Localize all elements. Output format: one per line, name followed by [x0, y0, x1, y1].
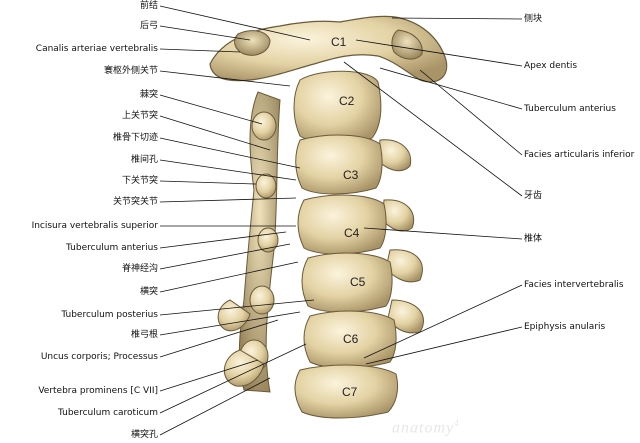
label-tuberculum-posterius: Tuberculum posterius [61, 310, 158, 320]
leader-line [159, 70, 291, 87]
label-uncus-corporis: Uncus corporis; Processus [40, 352, 158, 362]
leader-line [159, 48, 241, 53]
label-spinal-nerve-groove: 脊神经沟 [121, 264, 158, 274]
label-posterior-arch: 后弓 [139, 21, 158, 31]
leader-line [159, 5, 311, 41]
leader-line [363, 284, 523, 359]
label-facies-intervertebralis: Facies intervertebralis [524, 280, 624, 290]
label-c7: C7 [342, 385, 358, 399]
label-c1: C1 [331, 35, 347, 49]
label-tuberculum-anterius-right: Tuberculum anterius [524, 104, 616, 114]
label-zygapophyseal-joint: 关节突关节 [112, 197, 158, 207]
leader-line [159, 359, 259, 392]
leader-line [159, 197, 297, 203]
label-vertebra-prominens: Vertebra prominens [C VII] [38, 386, 158, 396]
leader-line [379, 67, 523, 110]
leader-line [391, 17, 523, 20]
leader-line [159, 25, 251, 41]
label-dens: 牙齿 [524, 191, 543, 201]
label-c6: C6 [343, 332, 359, 346]
leader-line [159, 231, 287, 249]
label-apex-dentis: Apex dentis [524, 61, 578, 71]
label-canalis-arteriae-vertebralis: Canalis arteriae vertebralis [35, 44, 158, 54]
watermark-sup: 4 [454, 418, 460, 428]
label-transverse-process: 横突 [139, 287, 158, 297]
leader-lines [159, 5, 523, 436]
label-intervertebral-foramen: 椎间孔 [130, 155, 158, 165]
leader-line [159, 377, 271, 436]
label-spinous-process: 棘突 [139, 90, 158, 100]
leader-line [159, 261, 299, 293]
leader-line [159, 343, 307, 414]
vertebral-bodies [293, 70, 399, 419]
label-vertebral-body: 椎体 [524, 234, 543, 244]
label-lateral-mass: 侧块 [524, 14, 543, 24]
leader-line [365, 326, 523, 365]
label-inferior-articular-process: 下关节突 [121, 176, 158, 186]
leader-line [159, 319, 279, 358]
leader-line [419, 69, 523, 156]
label-tuberculum-anterius-left: Tuberculum anterius [66, 243, 158, 253]
label-tuberculum-caroticum: Tuberculum caroticum [58, 408, 158, 418]
leader-line [355, 39, 523, 67]
leader-line [363, 227, 523, 240]
vertebra-labels: C1 C2 C3 C4 C5 C6 C7 [331, 35, 366, 399]
leader-line [159, 180, 257, 185]
label-incisura-vertebralis-superior: Incisura vertebralis superior [31, 221, 158, 231]
label-inferior-vertebral-notch: 椎骨下切迹 [112, 133, 158, 143]
leader-line [159, 159, 297, 181]
label-superior-articular-process: 上关节突 [121, 111, 158, 121]
leader-line [159, 311, 301, 336]
leader-line [159, 94, 263, 125]
label-c2: C2 [339, 94, 355, 108]
watermark-text: anatomy [392, 419, 455, 437]
label-pedicle: 椎弓根 [130, 330, 158, 340]
leader-line [343, 61, 523, 197]
watermark: anatomy4 [392, 418, 460, 437]
leader-line [159, 137, 301, 169]
atlas-c1 [209, 15, 448, 83]
label-c5: C5 [350, 275, 366, 289]
leader-line [159, 243, 291, 270]
posterior-elements [238, 91, 281, 393]
transverse-processes [217, 139, 424, 387]
label-epiphysis-anularis: Epiphysis anularis [524, 322, 606, 332]
label-transverse-foramen: 横突孔 [130, 430, 158, 440]
label-c3: C3 [343, 168, 359, 182]
label-facies-articularis-inferior: Facies articularis inferior [524, 150, 635, 160]
leader-line [159, 299, 315, 316]
label-atlantoaxial-joint: 寰枢外侧关节 [103, 66, 158, 76]
leader-line [159, 115, 271, 151]
label-c4: C4 [344, 226, 360, 240]
label-anterior-tubercle-cn: 前结 [139, 1, 158, 11]
